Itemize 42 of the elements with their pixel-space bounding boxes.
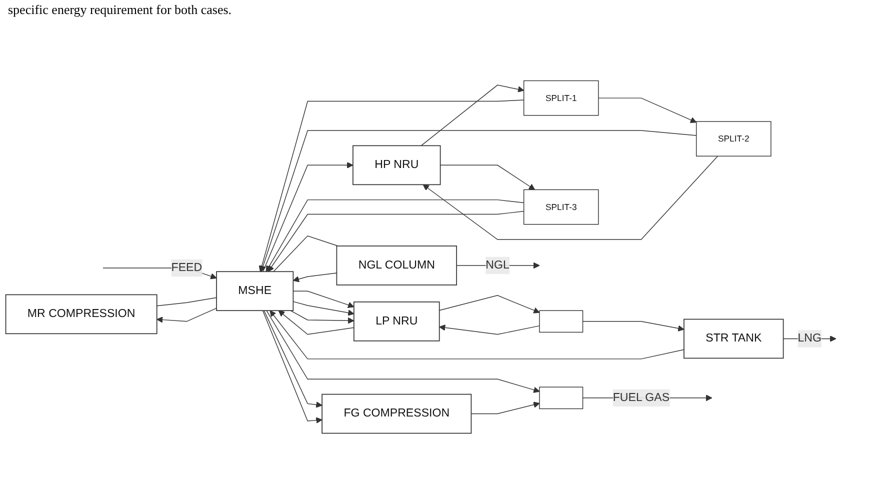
arrow	[292, 290, 354, 308]
node-box: LP NRU	[353, 302, 440, 342]
arrow	[292, 301, 354, 316]
node-box: NGL COLUMN	[336, 246, 457, 286]
node-box	[539, 386, 584, 410]
arrow	[439, 295, 540, 314]
node-box: MR COMPRESSION	[5, 294, 158, 334]
arrow	[582, 321, 684, 332]
edge-label: NGL	[486, 258, 510, 272]
arrow	[156, 308, 217, 323]
arrow	[290, 310, 354, 324]
node-box: FG COMPRESSION	[322, 394, 472, 434]
arrow	[470, 402, 540, 414]
arrow	[260, 130, 697, 272]
connector	[273, 235, 338, 272]
node-box	[539, 310, 584, 333]
connector	[156, 297, 217, 306]
arrow	[422, 156, 718, 240]
node-box: SPLIT-1	[523, 80, 599, 116]
node-box: STR TANK	[684, 318, 784, 359]
node-box: HP NRU	[352, 145, 441, 186]
edge-label: LNG	[798, 332, 822, 345]
arrow	[268, 210, 524, 272]
node-box: SPLIT-2	[696, 121, 772, 156]
arrow	[598, 98, 697, 123]
arrow	[266, 310, 540, 393]
node-box: MSHE	[216, 271, 294, 312]
arrow	[278, 310, 354, 335]
arrow	[292, 272, 338, 282]
edge-label: FUEL GAS	[612, 391, 670, 404]
arrow	[264, 310, 322, 408]
node-box: SPLIT-3	[523, 189, 599, 225]
edge-label: FEED	[171, 262, 202, 274]
arrow	[262, 310, 322, 424]
arrow	[439, 324, 540, 335]
arrow	[258, 100, 524, 272]
arrow	[262, 162, 354, 272]
note-text: specific energy requirement for both cases.	[8, 2, 232, 17]
arrow	[440, 164, 536, 190]
arrow	[420, 84, 524, 146]
arrow	[270, 310, 684, 360]
arrow	[266, 199, 524, 272]
